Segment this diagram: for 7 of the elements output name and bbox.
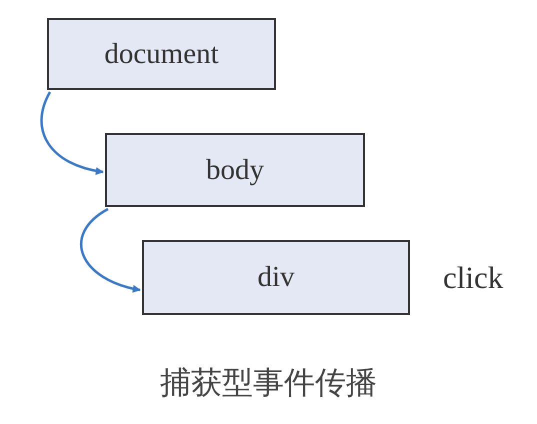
arrow	[80, 208, 141, 292]
process-box: div	[142, 240, 410, 315]
process-box: document	[47, 18, 276, 90]
caption: 捕获型事件传播	[160, 365, 377, 401]
arrow	[40, 91, 104, 175]
process-box: body	[105, 133, 365, 207]
event-label: click	[443, 260, 504, 296]
